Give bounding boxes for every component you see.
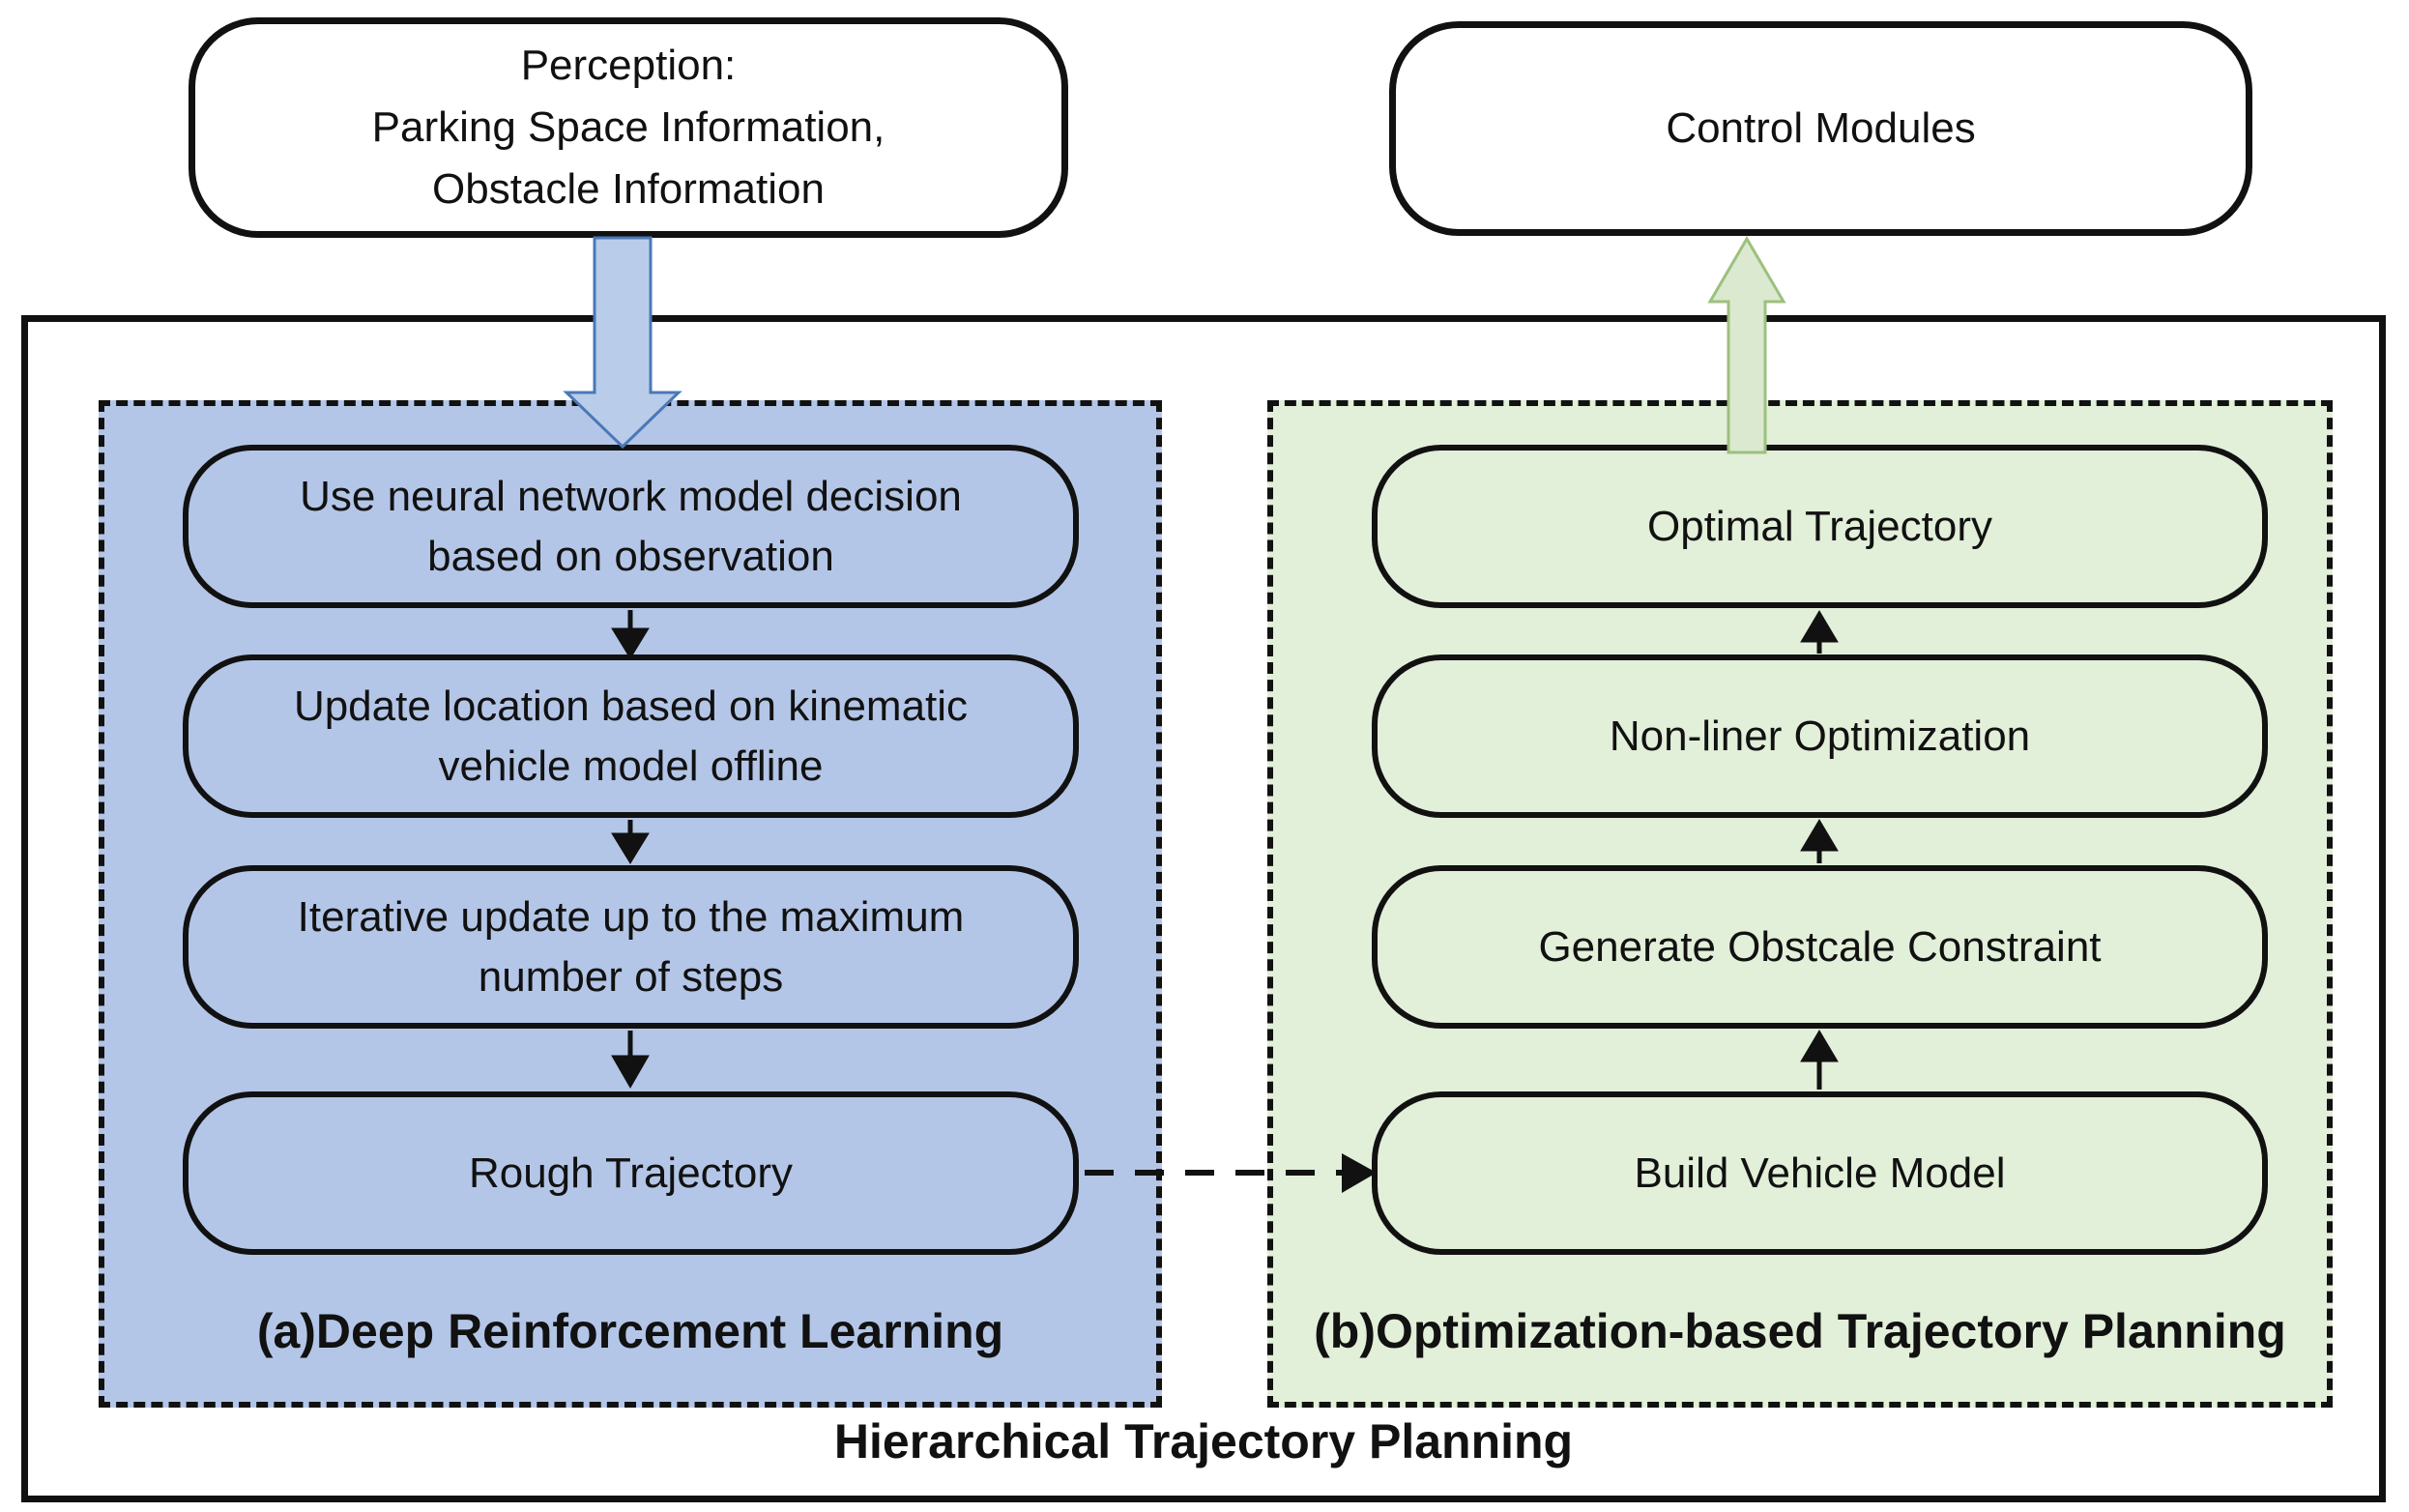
drl-step-iterative-update: Iterative update up to the maximum numbe… <box>183 865 1079 1029</box>
opt-step-label: Build Vehicle Model <box>1634 1149 2006 1197</box>
drl-panel: Use neural network model decision based … <box>99 400 1162 1408</box>
perception-label: Perception: Parking Space Information, O… <box>371 42 885 213</box>
drl-step-neural-decision: Use neural network model decision based … <box>183 445 1079 608</box>
opt-step-label: Generate Obstcale Constraint <box>1538 922 2102 971</box>
opt-step-nonlinear-optimization: Non-liner Optimization <box>1372 654 2268 818</box>
opt-step-build-vehicle-model: Build Vehicle Model <box>1372 1091 2268 1255</box>
opt-step-optimal-trajectory: Optimal Trajectory <box>1372 445 2268 608</box>
opt-step-label: Non-liner Optimization <box>1609 712 2031 760</box>
optimization-panel: Optimal Trajectory Non-liner Optimizatio… <box>1267 400 2333 1408</box>
drl-step-label: Use neural network model decision based … <box>300 472 962 580</box>
perception-box: Perception: Parking Space Information, O… <box>189 17 1068 238</box>
diagram-title: Hierarchical Trajectory Planning <box>833 1414 1574 1468</box>
drl-step-label: Rough Trajectory <box>468 1149 794 1197</box>
control-modules-label: Control Modules <box>1666 104 1976 152</box>
drl-step-update-location: Update location based on kinematic vehic… <box>183 654 1079 818</box>
opt-step-obstacle-constraint: Generate Obstcale Constraint <box>1372 865 2268 1029</box>
drl-panel-caption: (a)Deep Reinforcement Learning <box>256 1304 1004 1358</box>
drl-step-rough-trajectory: Rough Trajectory <box>183 1091 1079 1255</box>
drl-step-label: Iterative update up to the maximum numbe… <box>297 892 965 1001</box>
drl-step-label: Update location based on kinematic vehic… <box>293 682 969 790</box>
hierarchical-planning-container: Use neural network model decision based … <box>21 315 2386 1502</box>
opt-step-label: Optimal Trajectory <box>1647 502 1992 550</box>
optimization-panel-caption: (b)Optimization-based Trajectory Plannin… <box>1314 1304 2286 1358</box>
control-modules-box: Control Modules <box>1389 21 2252 236</box>
